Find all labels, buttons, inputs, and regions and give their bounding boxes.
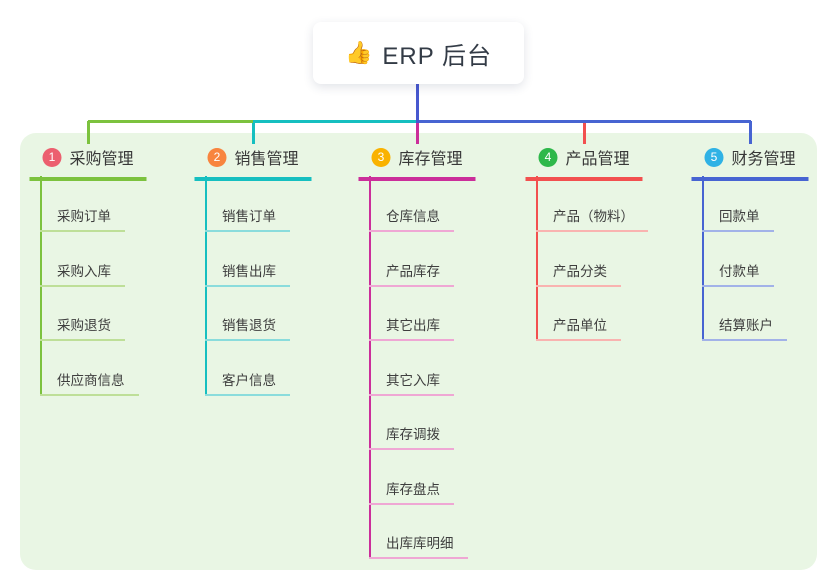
branch-drop-line [415,121,419,144]
child-node[interactable]: 结算账户 [702,315,787,341]
branch-connector-line [253,120,419,123]
branch-label-text: 财务管理 [731,151,796,168]
branch-label-text: 库存管理 [398,151,463,168]
branch-label-text: 产品管理 [565,151,630,168]
child-node[interactable]: 采购订单 [40,206,125,232]
child-node[interactable]: 产品分类 [536,261,621,287]
branch-number-badge: 2 [207,147,227,167]
branch-number-badge: 4 [538,147,558,167]
branch-number-badge: 3 [371,147,391,167]
branch-node-purchase[interactable]: 1 采购管理 [29,145,147,181]
child-node[interactable]: 付款单 [702,261,774,287]
branch-number-badge: 5 [704,147,724,167]
thumbs-up-icon: 👍 [345,40,373,65]
child-node[interactable]: 库存调拨 [369,424,454,450]
child-node[interactable]: 产品单位 [536,315,621,341]
child-node[interactable]: 库存盘点 [369,479,454,505]
branch-label-text: 销售管理 [234,151,299,168]
child-node[interactable]: 出库库明细 [369,533,468,559]
child-node[interactable]: 其它出库 [369,315,454,341]
branch-label-text: 采购管理 [69,151,134,168]
branches-panel [20,133,817,570]
branch-connector-line [418,120,751,123]
child-node[interactable]: 产品库存 [369,261,454,287]
child-node[interactable]: 客户信息 [205,370,290,396]
branch-child-spine [702,176,704,340]
branch-node-product[interactable]: 4 产品管理 [525,145,643,181]
branch-node-finance[interactable]: 5 财务管理 [691,145,809,181]
branch-drop-line [582,121,586,144]
child-node[interactable]: 仓库信息 [369,206,454,232]
child-node[interactable]: 销售订单 [205,206,290,232]
child-node[interactable]: 采购退货 [40,315,125,341]
child-node[interactable]: 销售退货 [205,315,290,341]
branch-drop-line [251,121,255,144]
child-node[interactable]: 回款单 [702,206,774,232]
branch-child-spine [369,176,371,558]
branch-node-sales[interactable]: 2 销售管理 [194,145,312,181]
child-node[interactable]: 销售出库 [205,261,290,287]
child-node[interactable]: 采购入库 [40,261,125,287]
branch-node-inventory[interactable]: 3 库存管理 [358,145,476,181]
branch-drop-line [748,121,752,144]
child-node[interactable]: 供应商信息 [40,370,139,396]
child-node[interactable]: 产品（物料） [536,206,648,232]
root-connector-line [416,84,419,123]
branch-drop-line [86,121,90,144]
branch-number-badge: 1 [42,147,62,167]
root-node-erp[interactable]: 👍 ERP 后台 [313,22,524,84]
branch-child-spine [536,176,538,340]
child-node[interactable]: 其它入库 [369,370,454,396]
root-title: ERP 后台 [382,42,492,70]
